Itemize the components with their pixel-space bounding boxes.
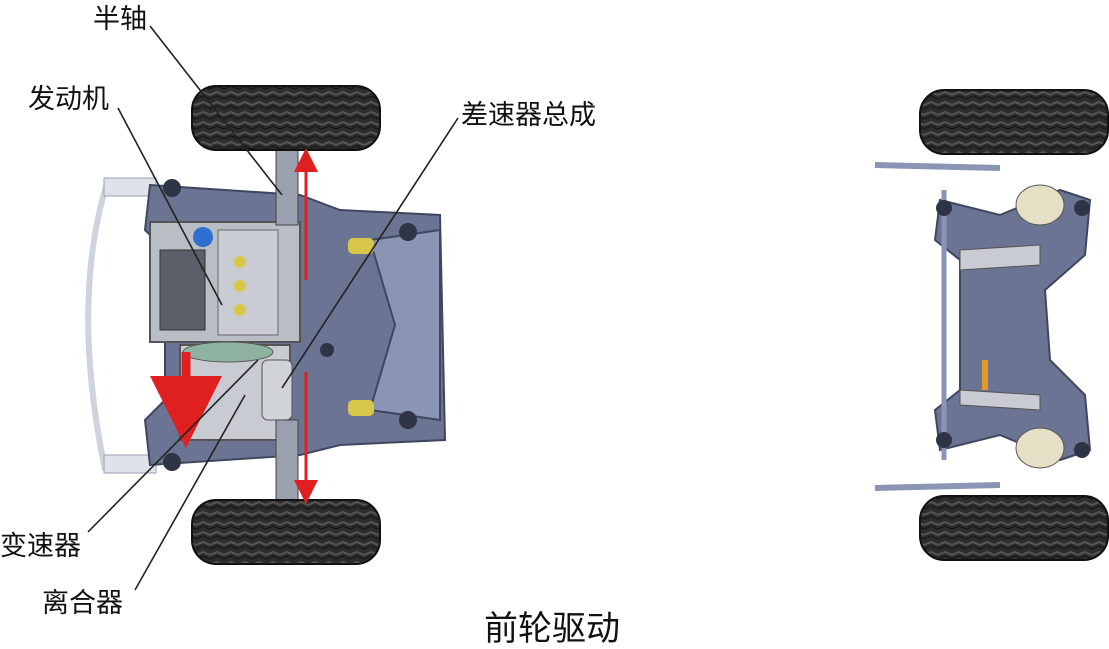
engine-head xyxy=(217,229,279,336)
control-arm xyxy=(874,162,1001,171)
engine-coil xyxy=(234,280,246,292)
bushing xyxy=(348,238,374,254)
leader-clutch xyxy=(134,394,246,591)
mount-bolt xyxy=(936,200,952,216)
front-tire-top xyxy=(191,85,381,151)
half-shaft-upper xyxy=(275,144,299,226)
label-differential: 差速器总成 xyxy=(461,100,596,131)
mount-bolt xyxy=(163,179,181,197)
clutch-housing xyxy=(182,341,274,363)
front-drive-assembly xyxy=(85,85,447,565)
mount-bolt xyxy=(1074,442,1090,458)
mount-bolt xyxy=(399,411,417,429)
engine-reservoir xyxy=(193,227,213,247)
spring-seat-top xyxy=(1015,184,1065,226)
mount-bolt xyxy=(163,453,181,471)
engine-coil xyxy=(234,304,246,316)
mount-bolt xyxy=(399,223,417,241)
leader-transmission xyxy=(87,359,259,533)
leader-engine xyxy=(117,107,223,306)
spring-seat-bottom xyxy=(1015,427,1065,469)
leader-lines xyxy=(87,25,459,591)
leader-differential xyxy=(281,117,459,389)
body-outline xyxy=(85,179,111,471)
label-half-shaft: 半轴 xyxy=(93,4,147,35)
label-engine: 发动机 xyxy=(28,84,109,115)
rear-tire-bottom xyxy=(919,495,1109,561)
rear-axle-assembly xyxy=(874,89,1109,561)
rear-tire-top xyxy=(919,89,1109,155)
mount-bolt xyxy=(936,432,952,448)
differential-case xyxy=(261,359,293,421)
bushing xyxy=(348,400,374,416)
half-shaft-lower xyxy=(275,419,299,506)
diagram-caption: 前轮驱动 xyxy=(484,609,620,649)
mount-bolt xyxy=(320,343,334,357)
rear-crossmember xyxy=(959,244,1041,271)
label-transmission: 变速器 xyxy=(0,531,81,562)
rear-crossmember xyxy=(959,389,1041,411)
brake-line xyxy=(982,360,988,390)
engine-coil xyxy=(234,256,246,268)
control-arm xyxy=(874,482,1001,491)
mount-bolt xyxy=(1074,200,1090,216)
rear-subframe xyxy=(933,188,1092,462)
leader-half-shaft xyxy=(149,25,283,196)
engine-intake xyxy=(159,249,206,331)
front-tire-bottom xyxy=(191,499,381,565)
label-clutch: 离合器 xyxy=(42,588,123,619)
